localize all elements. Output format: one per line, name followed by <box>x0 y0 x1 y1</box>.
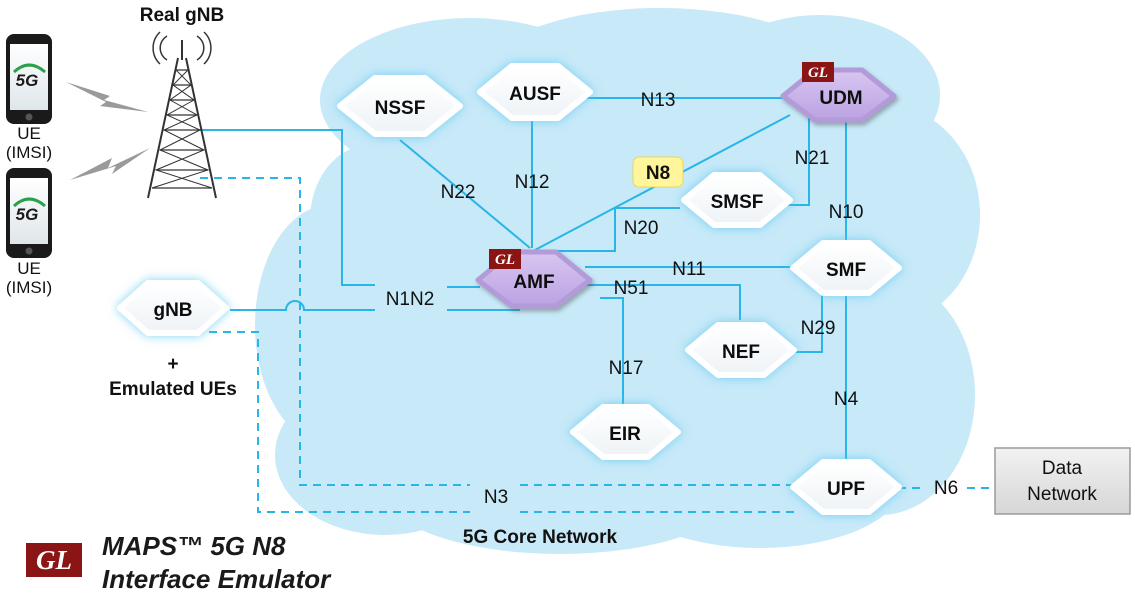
lightning-icon-top <box>66 82 148 112</box>
label-n20: N20 <box>624 218 659 239</box>
product-title-line1: MAPS™ 5G N8 <box>102 531 286 561</box>
node-gnb[interactable]: gNB <box>117 280 229 336</box>
node-ausf[interactable]: AUSF <box>477 63 593 121</box>
link-gnb-upf <box>195 331 470 513</box>
lightning-icon-bottom <box>70 148 150 180</box>
link-gnb-amf <box>230 300 375 311</box>
node-udm[interactable]: UDM <box>780 67 897 123</box>
link-n22 <box>399 139 531 249</box>
gnb-plus: + <box>167 354 178 375</box>
udm-gl-logo: GL <box>802 62 834 82</box>
node-nef[interactable]: NEF <box>685 322 797 378</box>
label-n13: N13 <box>641 90 676 111</box>
label-n21: N21 <box>795 148 830 169</box>
ue-label-top-line1: UE <box>17 124 41 143</box>
node-smsf-label: SMSF <box>711 192 764 213</box>
phone-badge-top: 5G <box>16 71 39 90</box>
n8-highlight-badge: N8 <box>632 156 684 188</box>
node-nssf-label: NSSF <box>375 98 426 119</box>
label-n11: N11 <box>672 259 705 280</box>
phone-badge-bottom: 5G <box>16 205 39 224</box>
gnb-caption: Emulated UEs <box>109 379 237 400</box>
label-n10: N10 <box>829 202 864 223</box>
ue-label-top-line2: (IMSI) <box>6 143 52 162</box>
node-amf-label: AMF <box>513 272 554 293</box>
link-n17 <box>600 297 624 410</box>
node-smf[interactable]: SMF <box>790 240 902 296</box>
label-n1n2: N1N2 <box>386 289 435 310</box>
node-smsf[interactable]: SMSF <box>681 172 793 228</box>
label-n22: N22 <box>441 182 476 203</box>
core-network-cloud: 5G Core Network <box>255 8 980 554</box>
label-n8: N8 <box>646 163 670 184</box>
wireless-signal-icons <box>66 82 150 180</box>
gl-logo: GL <box>26 543 82 577</box>
interface-links <box>200 97 847 462</box>
tower-label: Real gNB <box>140 5 224 26</box>
label-n17: N17 <box>609 358 644 379</box>
link-n29 <box>795 282 823 353</box>
svg-text:GL: GL <box>495 252 515 268</box>
node-gnb-label: gNB <box>153 300 192 321</box>
user-plane-links <box>195 177 995 513</box>
link-real-gnb-upf <box>200 177 470 486</box>
node-udm-label: UDM <box>819 88 862 109</box>
ue-phone-bottom[interactable]: 5G <box>6 168 52 258</box>
node-eir[interactable]: EIR <box>570 404 681 460</box>
link-n20 <box>545 207 680 252</box>
amf-gl-logo: GL <box>489 249 521 269</box>
node-nef-label: NEF <box>722 342 760 363</box>
core-network-label: 5G Core Network <box>463 527 618 548</box>
link-n21 <box>788 118 810 206</box>
ue-label-bottom-line1: UE <box>17 259 41 278</box>
link-n51 <box>585 284 741 320</box>
node-upf[interactable]: UPF <box>790 459 902 515</box>
node-smf-label: SMF <box>826 260 866 281</box>
ue-phone-top[interactable]: 5G <box>6 34 52 124</box>
node-eir-label: EIR <box>609 424 641 445</box>
data-network-box[interactable]: Data Network <box>994 447 1131 515</box>
cell-tower-icon: Real gNB <box>140 5 224 199</box>
label-n4: N4 <box>834 389 859 410</box>
label-n3: N3 <box>484 487 508 508</box>
label-n6: N6 <box>934 478 958 499</box>
svg-text:GL: GL <box>808 65 828 81</box>
label-n12: N12 <box>515 172 550 193</box>
label-n51: N51 <box>614 278 649 299</box>
data-network-line2: Network <box>1027 484 1097 505</box>
node-nssf[interactable]: NSSF <box>337 75 463 137</box>
ue-label-bottom-line2: (IMSI) <box>6 278 52 297</box>
node-upf-label: UPF <box>827 479 865 500</box>
label-n29: N29 <box>801 318 836 339</box>
interface-labels: N13 N12 N22 N8 N21 N10 N20 N11 N51 N1N2 … <box>386 90 958 508</box>
node-ausf-label: AUSF <box>509 84 561 105</box>
svg-text:GL: GL <box>36 545 72 575</box>
product-title-line2: Interface Emulator <box>102 564 332 594</box>
link-real-gnb-amf <box>200 129 375 286</box>
data-network-line1: Data <box>1042 458 1083 479</box>
